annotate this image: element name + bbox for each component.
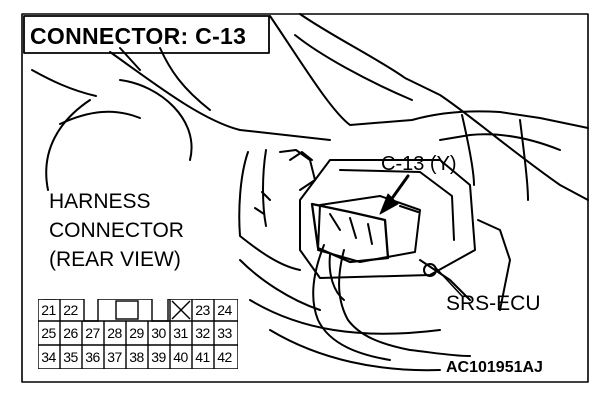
figure-border [21,13,589,383]
pin-28: 28 [107,325,122,341]
pin-26: 26 [63,325,78,341]
harness-label-line3: (REAR VIEW) [49,248,181,271]
pin-31: 31 [173,325,188,341]
pin-22: 22 [63,302,78,318]
pin-27: 27 [85,325,100,341]
pin-30: 30 [151,325,166,341]
pin-grid-outline [38,299,238,369]
harness-label-line2: CONNECTOR [49,219,184,242]
pin-38: 38 [129,349,144,365]
figure-title: CONNECTOR: C-13 [30,23,247,49]
connector-id-label: C-13 (Y) [381,153,457,175]
pin-40: 40 [173,349,188,365]
pin-36: 36 [85,349,100,365]
connector-plug [310,202,390,264]
pin-41: 41 [195,349,210,365]
pin-42: 42 [217,349,232,365]
pin-37: 37 [107,349,122,365]
wire-harness [312,244,411,361]
pin-39: 39 [151,349,166,365]
connector-pin-diagram: 21 22 23 24 25 26 27 28 29 30 31 32 33 3… [38,299,238,369]
srs-ecu-label: SRS-ECU [446,292,541,315]
harness-label-line1: HARNESS [49,190,151,213]
column-shape [45,79,193,191]
title-box [23,15,270,54]
figure-code: AC101951AJ [446,359,543,376]
pin-35: 35 [63,349,78,365]
harness-connector-label: HARNESS CONNECTOR (REAR VIEW) [49,187,184,274]
pin-34: 34 [41,349,56,365]
pin-29: 29 [129,325,144,341]
pin-24: 24 [217,302,232,318]
pin-33: 33 [217,325,232,341]
pin-23: 23 [195,302,210,318]
floor-tunnel [238,151,301,271]
pin-21: 21 [41,302,56,318]
ecu-leader-line [435,267,463,297]
pin-32: 32 [195,325,210,341]
srs-ecu-body [299,159,476,279]
pin-25: 25 [41,325,56,341]
